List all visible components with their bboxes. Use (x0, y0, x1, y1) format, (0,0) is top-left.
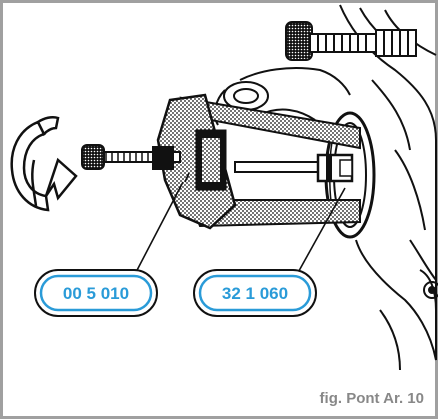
figure-caption: fig. Pont Ar. 10 (319, 390, 424, 407)
callout-label-left: 00 5 010 (63, 284, 129, 303)
axle-housing (213, 4, 438, 371)
callout-00-5-010: 00 5 010 (34, 269, 158, 317)
callout-32-1-060: 32 1 060 (193, 269, 317, 317)
callout-label-right: 32 1 060 (222, 284, 288, 303)
callout-leaders (133, 172, 346, 279)
adapter-tool (316, 153, 354, 183)
circular-arrow-icon (10, 115, 78, 212)
housing-bolt (285, 21, 417, 61)
